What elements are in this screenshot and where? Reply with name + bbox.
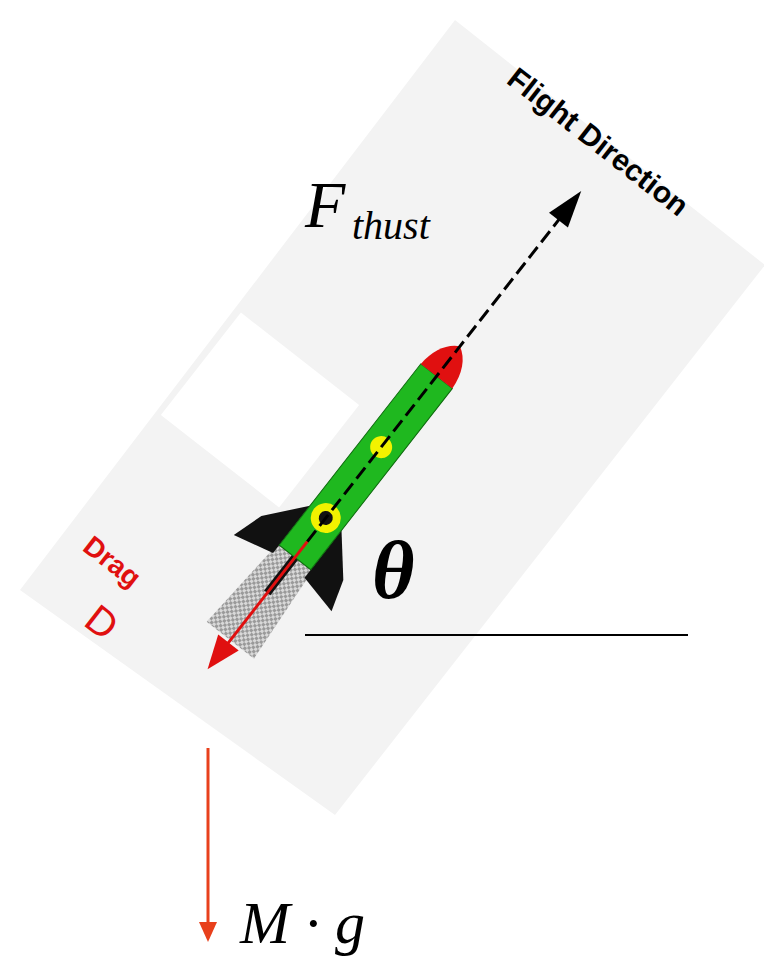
weight-arrow [207,748,210,928]
force-subscript: thust [352,206,430,246]
angle-label: θ [372,530,415,612]
weight-arrowhead [199,922,217,942]
horizontal-reference [305,634,688,636]
flight-panel [20,20,764,815]
weight-label: M · g [240,893,365,953]
force-symbol: F [305,172,345,238]
blank-box [161,313,359,508]
rocket [159,153,630,708]
